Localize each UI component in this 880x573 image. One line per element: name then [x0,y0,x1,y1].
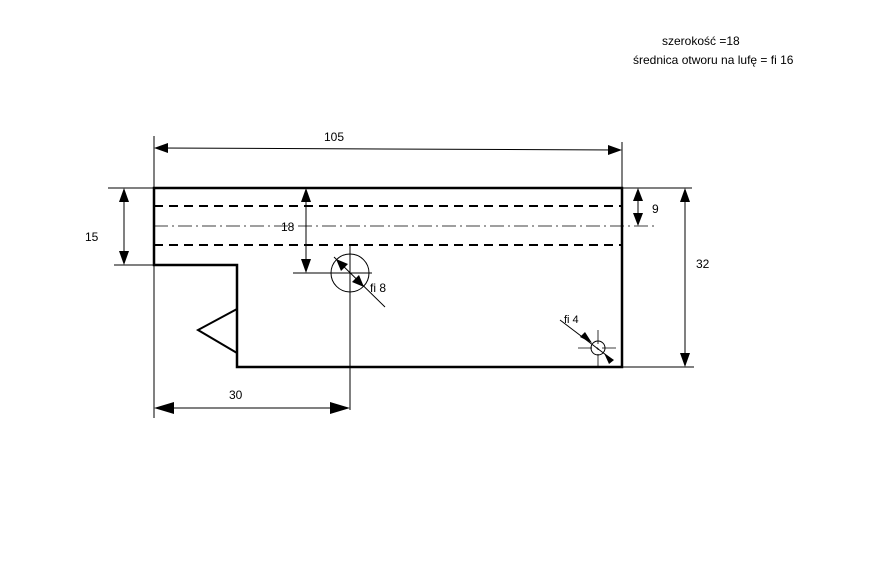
arrow-hole-small-b [604,353,614,364]
arrow-height-top [680,188,690,202]
arrow-bore-depth-top [633,188,643,201]
dim-overall-height: 32 [696,257,710,271]
arrow-bore-depth-bottom [633,213,643,226]
dim-hole-position: 30 [229,388,243,402]
dim-hole-large: fi 8 [370,281,386,295]
arrow-hole-small-a [580,332,592,343]
dim-hole-small: fi 4 [564,314,579,326]
dim-overall-length: 105 [324,130,344,144]
arrow-step-bottom [119,251,129,265]
part-outline [152,186,624,369]
dim-bore-offset: 18 [281,220,295,234]
arrow-bore-offset-top [301,188,311,202]
arrow-height-bottom [680,353,690,367]
arrow-hole-position-left [154,402,174,414]
bore-note: średnica otworu na lufę = fi 16 [633,53,794,67]
arrow-hole-large-a [336,259,348,271]
width-note: szerokość =18 [662,34,740,48]
arrow-length-right [608,145,622,155]
arrow-length-left [154,143,168,153]
arrow-hole-position-right [330,402,350,414]
dim-line-length [157,147,619,151]
arrow-step-top [119,188,129,202]
arrow-bore-offset-bottom [301,259,311,273]
notch-triangle [195,308,238,354]
dim-bore-depth: 9 [652,202,659,216]
dim-step-height: 15 [85,230,99,244]
arrow-hole-large-b [352,275,364,287]
